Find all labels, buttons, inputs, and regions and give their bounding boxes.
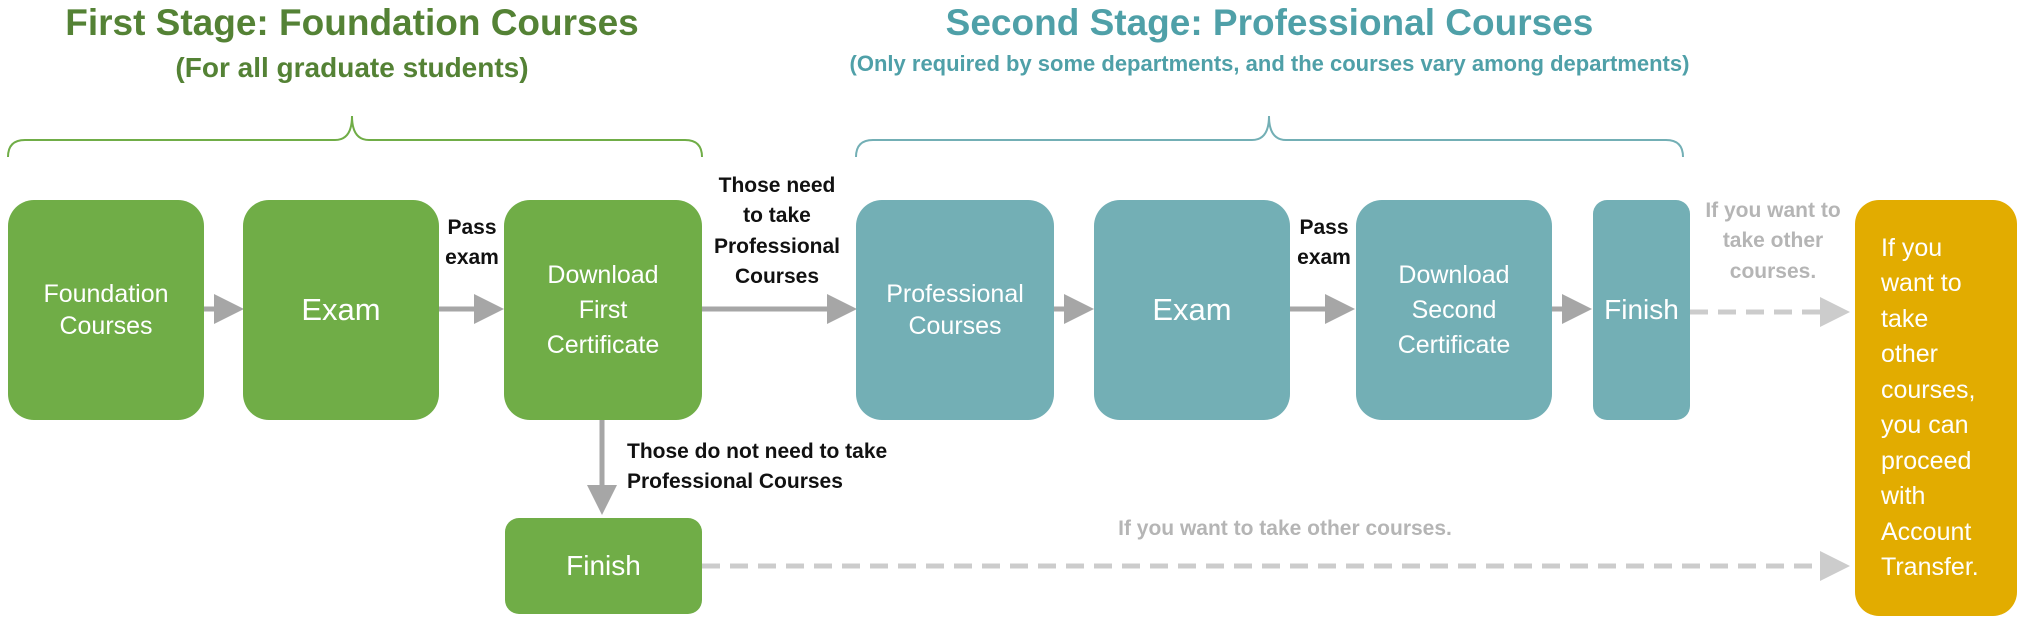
no-need-professional-label: Those do not need to take Professional C… — [627, 440, 888, 494]
exam-1-label: Exam — [301, 291, 381, 327]
account-transfer-box: If you want to take other courses, you c… — [1855, 200, 2017, 616]
other-courses-bottom-label: If you want to take other courses. — [1118, 517, 1452, 540]
professional-courses-label: Professional Courses — [886, 279, 1024, 341]
download-second-certificate-box: Download Second Certificate — [1356, 200, 1552, 420]
stage1-brace — [7, 115, 703, 158]
download-second-certificate-label: Download Second Certificate — [1397, 260, 1511, 359]
professional-courses-box: Professional Courses — [856, 200, 1054, 420]
exam-1-box: Exam — [243, 200, 439, 420]
account-transfer-label: If you want to take other courses, you c… — [1881, 233, 1979, 582]
exam-2-label: Exam — [1152, 291, 1232, 327]
download-first-certificate-label: Download First Certificate — [546, 260, 660, 359]
foundation-courses-label: Foundation Courses — [43, 279, 169, 341]
finish-2-box: Finish — [1593, 200, 1690, 420]
stage1-title: First Stage: Foundation Courses — [65, 2, 639, 43]
finish-1-box: Finish — [505, 518, 702, 614]
pass-exam-label-1: Pass exam — [445, 216, 499, 270]
finish-1-label: Finish — [566, 549, 641, 581]
exam-2-box: Exam — [1094, 200, 1290, 420]
finish-2-label: Finish — [1604, 293, 1679, 325]
stage2-title: Second Stage: Professional Courses — [945, 2, 1594, 43]
need-professional-label: Those need to take Professional Courses — [713, 174, 841, 289]
stage1-subtitle: (For all graduate students) — [175, 52, 529, 83]
stage2-brace — [855, 115, 1684, 158]
download-first-certificate-box: Download First Certificate — [504, 200, 702, 420]
stage2-subtitle: (Only required by some departments, and … — [849, 51, 1690, 76]
pass-exam-label-2: Pass exam — [1297, 216, 1351, 270]
other-courses-top-label: If you want to take other courses. — [1705, 199, 1841, 283]
foundation-courses-box: Foundation Courses — [8, 200, 204, 420]
